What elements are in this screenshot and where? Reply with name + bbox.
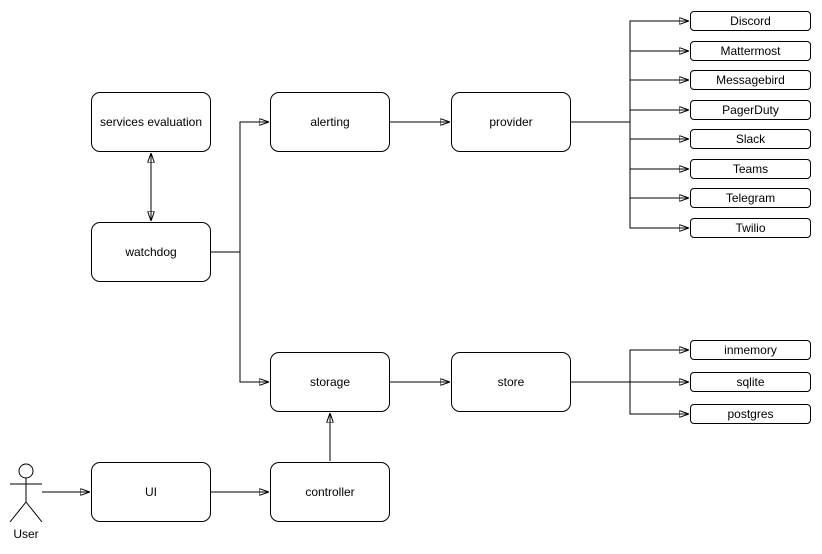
node-pagerduty: PagerDuty bbox=[690, 100, 811, 120]
node-telegram: Telegram bbox=[690, 188, 811, 208]
edge-watchdog-alerting bbox=[211, 122, 269, 253]
node-slack: Slack bbox=[690, 129, 811, 149]
node-controller: controller bbox=[270, 462, 390, 522]
node-store: store bbox=[451, 352, 571, 412]
node-provider: provider bbox=[451, 92, 571, 152]
node-watchdog: watchdog bbox=[91, 222, 211, 282]
node-inmemory: inmemory bbox=[690, 340, 811, 360]
node-services-evaluation: services evaluation bbox=[91, 92, 211, 152]
node-postgres: postgres bbox=[690, 404, 811, 424]
node-storage: storage bbox=[270, 352, 390, 412]
user-actor-icon bbox=[9, 463, 43, 523]
node-teams: Teams bbox=[690, 159, 811, 179]
edge-store-inmemory bbox=[571, 350, 689, 383]
node-sqlite: sqlite bbox=[690, 372, 811, 392]
node-ui: UI bbox=[91, 462, 211, 522]
edge-provider-pagerduty bbox=[571, 110, 689, 123]
node-mattermost: Mattermost bbox=[690, 41, 811, 61]
edge-provider-twilio bbox=[571, 121, 689, 228]
node-messagebird: Messagebird bbox=[690, 70, 811, 90]
edge-watchdog-storage bbox=[211, 251, 269, 382]
node-discord: Discord bbox=[690, 11, 811, 31]
node-alerting: alerting bbox=[270, 92, 390, 152]
edge-store-postgres bbox=[571, 381, 689, 414]
node-twilio: Twilio bbox=[690, 218, 811, 238]
user-actor-label: User bbox=[13, 527, 39, 541]
